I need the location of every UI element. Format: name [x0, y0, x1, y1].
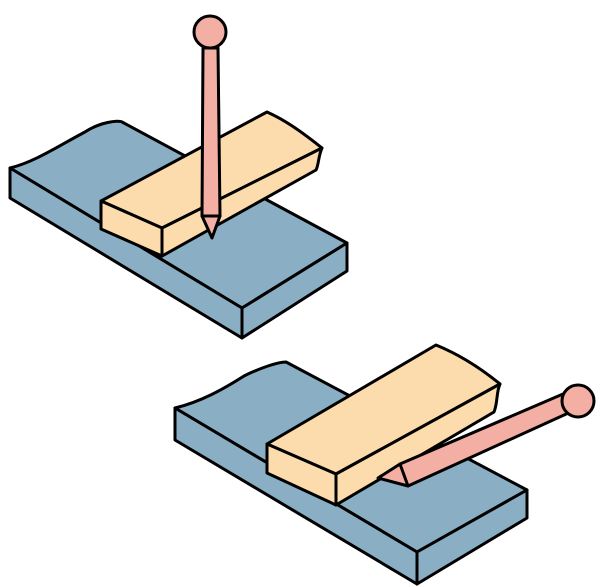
plate-side-face: [240, 241, 349, 340]
pencil-ball-head: [560, 383, 596, 419]
wood-side-face: [160, 146, 324, 258]
figure-vertical-pencil: [8, 14, 349, 340]
pencil: [376, 383, 596, 488]
plate-side-face: [415, 488, 529, 586]
figure-angled-pencil: [173, 343, 596, 586]
pencil: [192, 14, 228, 240]
wood-side-face: [334, 382, 502, 507]
pencil-sharpened-edge: [398, 462, 410, 488]
wood-block: [265, 343, 502, 507]
pencil-shaft: [200, 46, 222, 240]
pencil-ball-head: [192, 14, 228, 50]
